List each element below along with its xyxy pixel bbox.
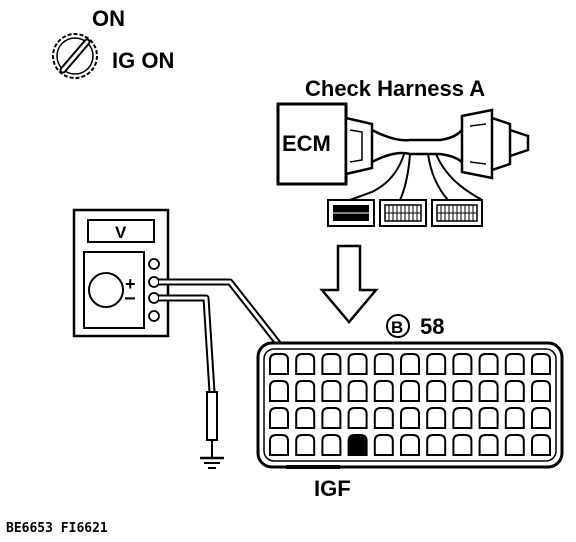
sub-connector-2 (379, 199, 427, 227)
connector-pin (321, 380, 342, 402)
ignition-on-label: ON (92, 6, 125, 31)
connector-pin (269, 434, 289, 456)
voltmeter-dial (88, 272, 124, 308)
connector-pin (321, 353, 342, 375)
connector-pin (269, 407, 289, 429)
connector-pin (452, 407, 473, 429)
connector-pin (373, 380, 394, 402)
harness-left-plug (344, 116, 374, 176)
connector-number: 58 (420, 314, 444, 339)
connector-pin (531, 434, 551, 456)
connector-pin (269, 353, 289, 375)
ignition-switch: ON IG ON (52, 6, 174, 79)
harness-right-plug (460, 108, 494, 180)
connector-pin (321, 407, 342, 429)
voltmeter-display (87, 219, 155, 243)
terminal-label: IGF (314, 476, 351, 501)
ignition-key-icon (52, 33, 98, 79)
connector-pin (452, 434, 473, 456)
voltmeter-jacks (148, 258, 160, 322)
connector-pin (347, 353, 368, 375)
voltmeter-display-text: V (115, 223, 127, 242)
connector-pin (452, 353, 473, 375)
harness-title: Check Harness A (305, 76, 485, 101)
connector-pin (478, 434, 499, 456)
connector-pin (478, 407, 499, 429)
connector-pin (400, 407, 420, 429)
connector-pin (426, 380, 447, 402)
connector-pin (269, 380, 289, 402)
figure-code: BE6653 FI6621 (6, 521, 108, 536)
connector-pin (400, 353, 420, 375)
connector-pin (295, 380, 316, 402)
connector-pin (295, 407, 316, 429)
connector-pin (373, 353, 394, 375)
connector-pin (347, 380, 368, 402)
ecm-label: ECM (282, 131, 331, 156)
connector-pin (452, 380, 473, 402)
check-harness: Check Harness A ECM (276, 76, 530, 227)
connector-pin (504, 353, 525, 375)
connector-pin (295, 353, 316, 375)
connector-pin-igf (347, 434, 368, 456)
arrow-down-icon (319, 244, 379, 324)
connector-pin (531, 380, 551, 402)
connector-pin (400, 380, 420, 402)
connector-pin (373, 434, 394, 456)
connector-id-letter: B (391, 318, 403, 337)
connector-pin (400, 434, 420, 456)
connector-pin (531, 407, 551, 429)
ecm-box (276, 102, 348, 186)
connector-pin (426, 434, 447, 456)
voltmeter-minus-sign: − (124, 288, 136, 310)
connector-pin-grid (269, 353, 551, 456)
voltmeter: V + − (72, 208, 170, 338)
connector-pin (478, 380, 499, 402)
ignition-state-label: IG ON (112, 48, 174, 73)
connector-pin (504, 434, 525, 456)
connector-pin (426, 407, 447, 429)
ground-probe (206, 391, 218, 458)
connector-pin (504, 407, 525, 429)
ground-icon (200, 456, 224, 469)
connector-pin (531, 353, 551, 375)
sub-connector-3 (431, 199, 483, 227)
connector-pin (347, 407, 368, 429)
connector-pin (373, 407, 394, 429)
sub-connector-1 (327, 199, 375, 227)
connector-pin (426, 353, 447, 375)
connector-pin (295, 434, 316, 456)
connector-58: B 58 IGF (256, 314, 564, 501)
voltmeter-plus-sign: + (125, 274, 136, 294)
connector-pin (478, 353, 499, 375)
connector-pin (321, 434, 342, 456)
negative-probe-lead (159, 294, 216, 393)
connector-pin (504, 380, 525, 402)
connector-id-badge: B (386, 314, 410, 338)
